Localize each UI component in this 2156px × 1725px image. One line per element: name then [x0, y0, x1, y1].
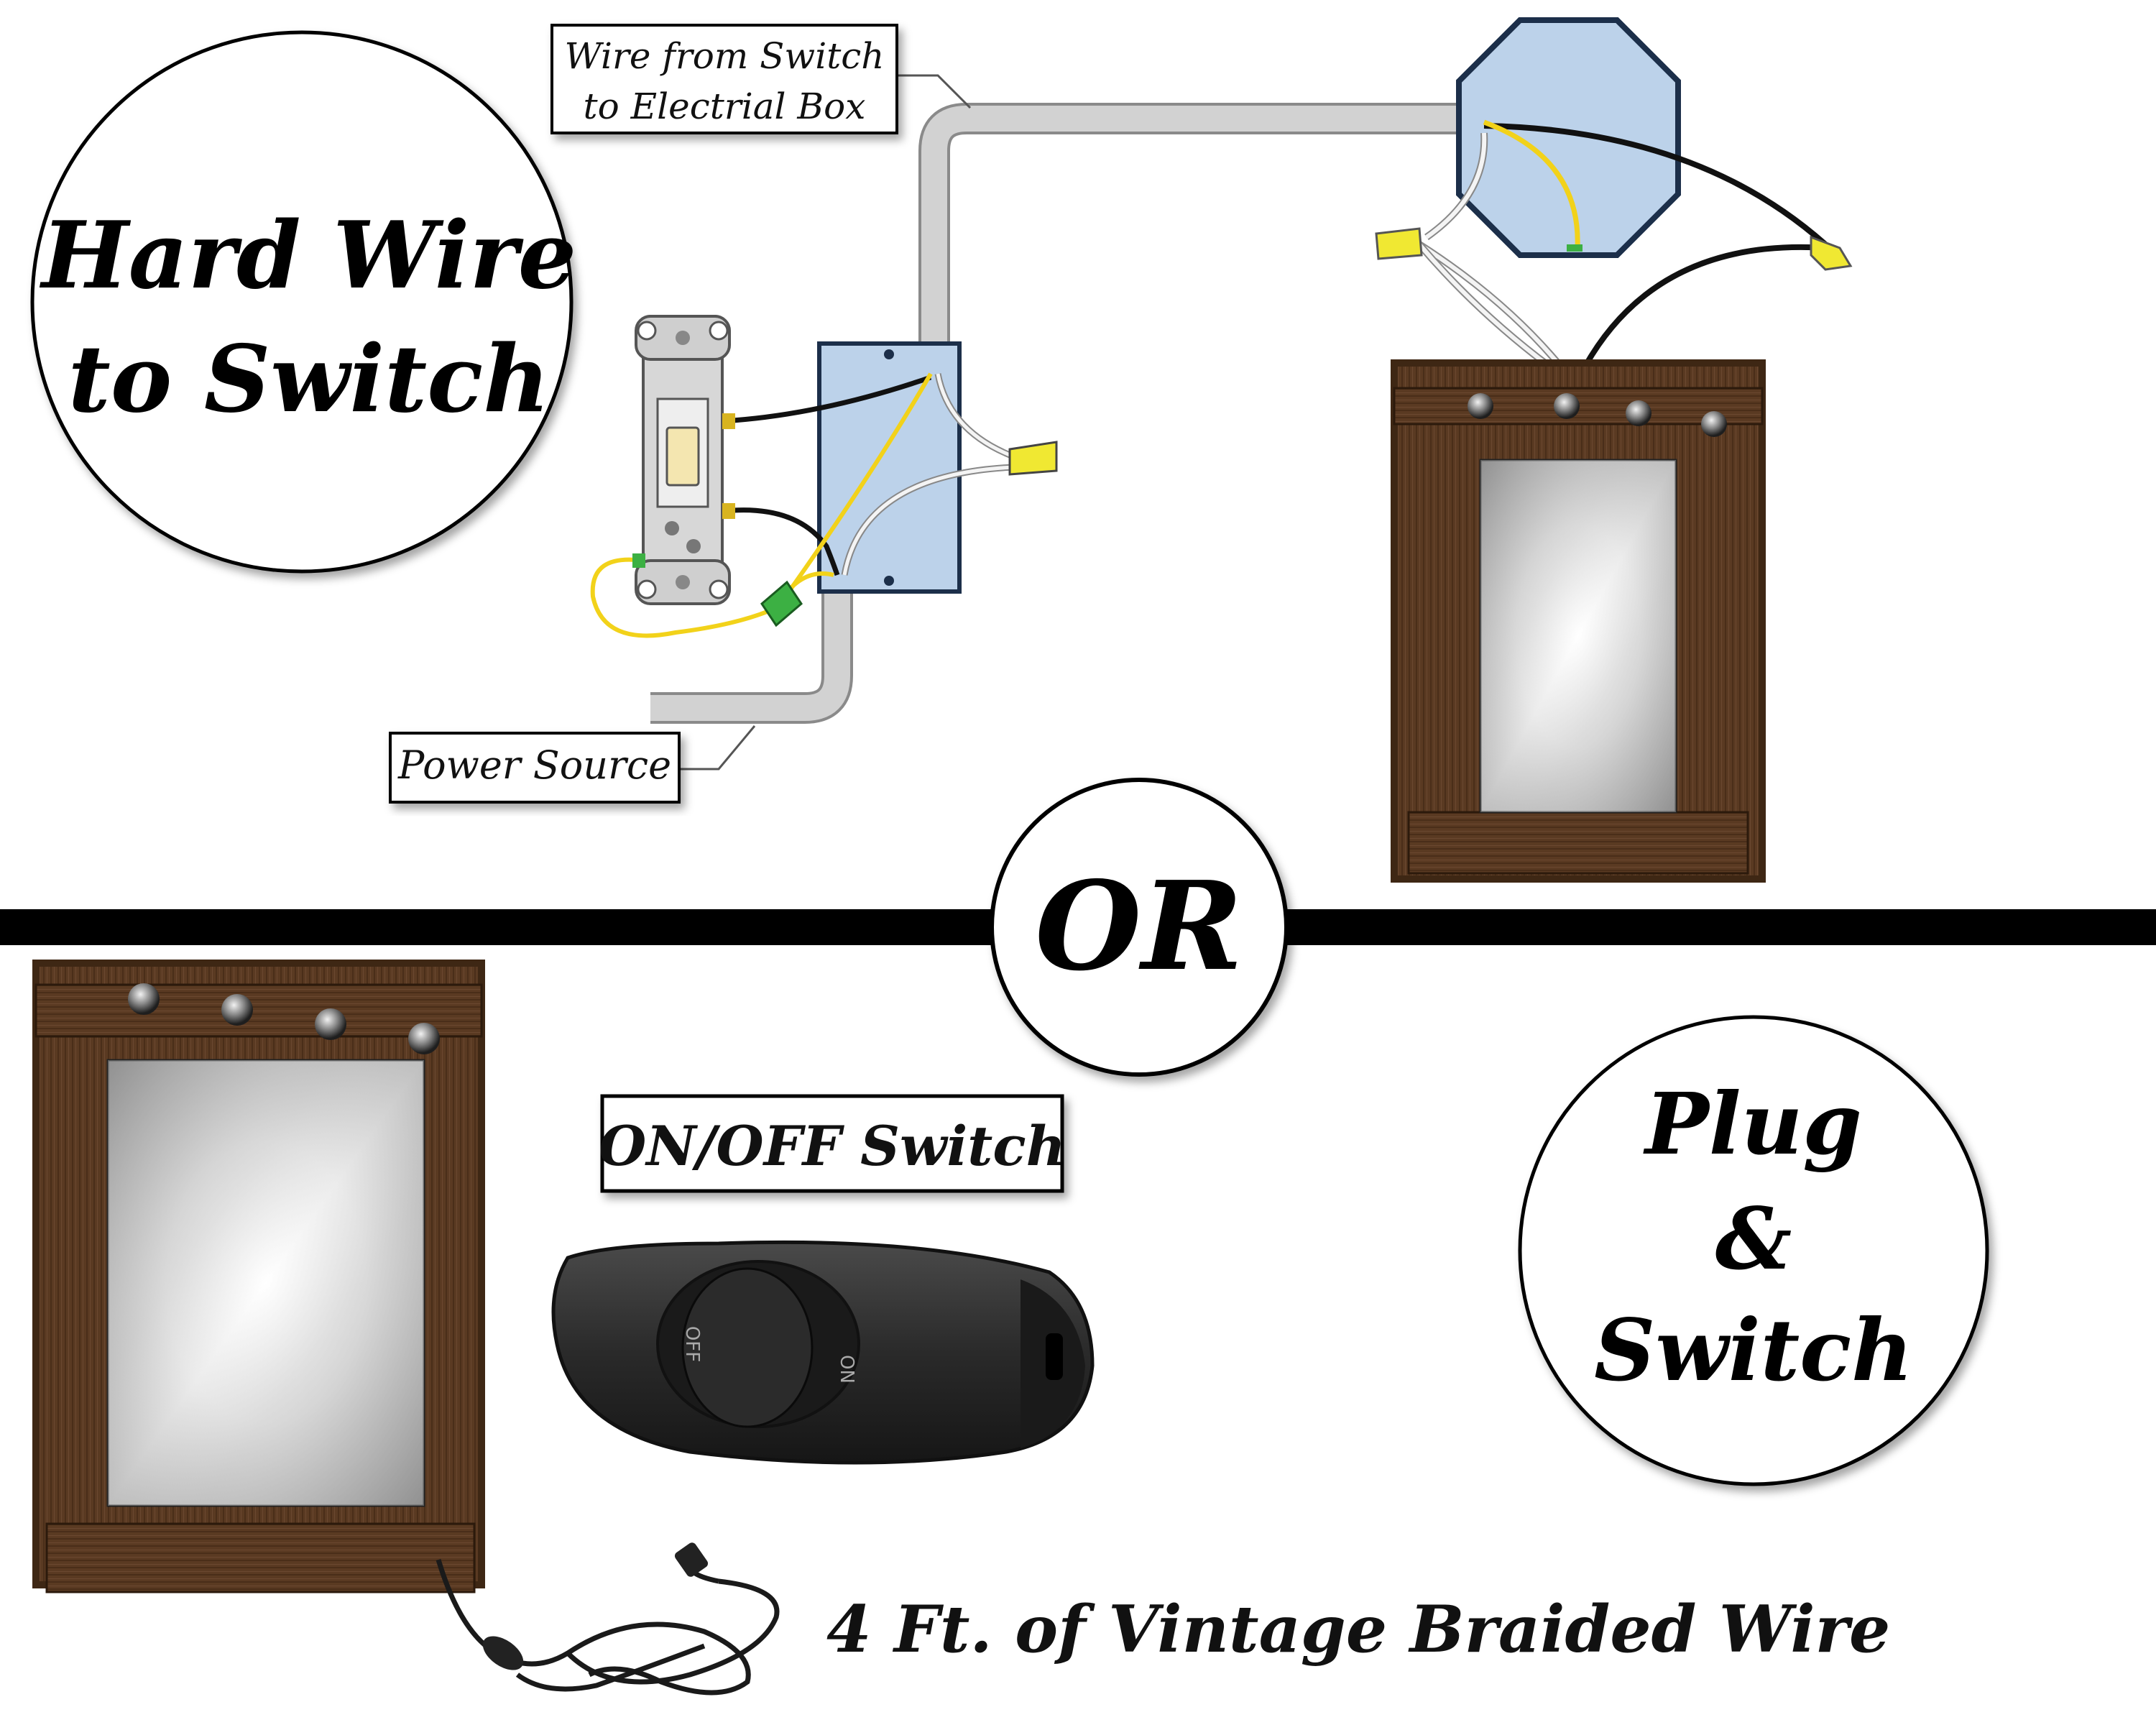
plug-connector: [674, 1542, 709, 1577]
or-badge: OR: [990, 778, 1289, 1077]
or-text: OR: [1035, 855, 1243, 998]
callout-power-source: Power Source: [389, 725, 756, 804]
switch-off-marking: OFF: [681, 1326, 703, 1362]
hard-wire-title-line2: to Switch: [68, 326, 550, 433]
wire-nut-ground: [760, 580, 803, 627]
ground-connection: [1567, 244, 1583, 252]
light-switch-device: [632, 315, 735, 605]
hard-wire-title-line1: Hard Wire: [40, 202, 576, 310]
vanity-mirror-top: [1391, 359, 1766, 883]
braided-wire-caption: 4 Ft. of Vintage Braided Wire: [826, 1591, 1890, 1668]
plug-switch-badge: Plug & Switch: [1518, 1015, 1989, 1486]
plug-switch-title-line2: &: [1715, 1189, 1792, 1289]
switch-on-marking: ON: [836, 1355, 857, 1384]
conduit: [650, 103, 1495, 724]
wire-nut-ceiling-white: [1375, 227, 1423, 260]
inline-cord-switch-small: [482, 1636, 524, 1670]
inline-rocker-switch: OFF ON: [551, 1240, 1095, 1465]
ceiling-box-wires: [1416, 119, 1828, 377]
mirror-bottom-bulbs: [128, 983, 440, 1054]
switch-electrical-box: [817, 341, 962, 594]
ceiling-junction-box: [1456, 17, 1681, 258]
plug-switch-title-line1: Plug: [1643, 1074, 1862, 1174]
on-off-switch-label: ON/OFF Switch: [599, 1094, 1066, 1193]
plug-switch-title-line3: Switch: [1594, 1300, 1913, 1400]
callout-power-text: Power Source: [397, 742, 671, 788]
wire-nut-ceiling-black: [1810, 235, 1853, 271]
callout-wire-line1: Wire from Switch: [564, 35, 884, 77]
vanity-mirror-bottom: [32, 960, 485, 1593]
hard-wire-badge: Hard Wire to Switch: [30, 30, 576, 574]
mirror-top-bulbs: [1468, 393, 1727, 437]
callout-wire-line2: to Electrial Box: [584, 86, 866, 127]
callout-wire-from-switch: Wire from Switch to Electrial Box: [550, 24, 972, 134]
braided-wire: [436, 1558, 780, 1696]
on-off-switch-text: ON/OFF Switch: [599, 1114, 1066, 1178]
wire-nut-white: [1008, 441, 1058, 476]
